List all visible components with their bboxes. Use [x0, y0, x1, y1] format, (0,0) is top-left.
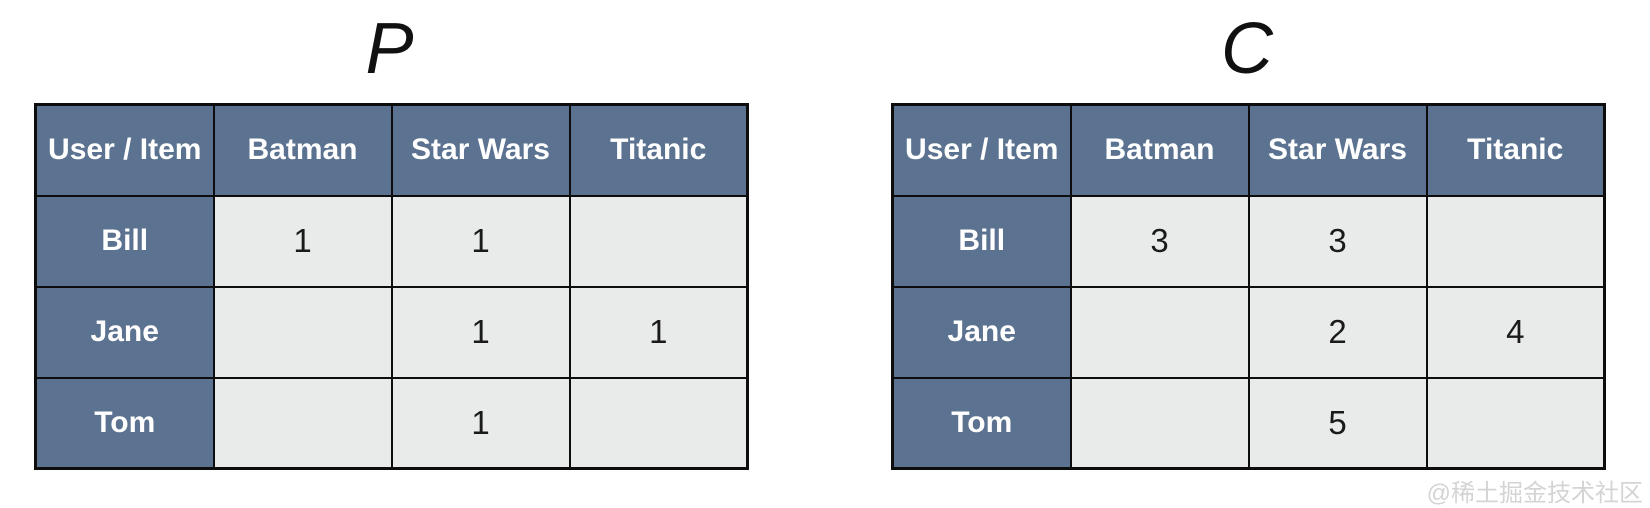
data-cell	[568, 194, 749, 288]
matrix-c-title: C	[1221, 9, 1275, 89]
header-cell-star-wars: Star Wars	[1247, 103, 1428, 197]
table-row-tom: Tom 1	[34, 376, 749, 470]
data-cell: 1	[390, 194, 571, 288]
data-cell	[212, 285, 393, 379]
header-cell-star-wars: Star Wars	[390, 103, 571, 197]
data-cell: 2	[1247, 285, 1428, 379]
table-header-row: User / Item Batman Star Wars Titanic	[34, 103, 749, 197]
header-cell-titanic: Titanic	[568, 103, 749, 197]
data-cell: 1	[568, 285, 749, 379]
data-cell: 1	[212, 194, 393, 288]
data-cell	[1069, 376, 1250, 470]
data-cell: 4	[1425, 285, 1606, 379]
row-label-bill: Bill	[891, 194, 1072, 288]
data-cell: 1	[390, 285, 571, 379]
header-cell-batman: Batman	[212, 103, 393, 197]
data-cell: 1	[390, 376, 571, 470]
table-row-jane: Jane 1 1	[34, 285, 749, 379]
data-cell	[1425, 376, 1606, 470]
data-cell: 5	[1247, 376, 1428, 470]
row-label-tom: Tom	[34, 376, 215, 470]
data-cell	[212, 376, 393, 470]
confidence-matrix-table: User / Item Batman Star Wars Titanic Bil…	[891, 103, 1606, 470]
header-cell-batman: Batman	[1069, 103, 1250, 197]
data-cell: 3	[1069, 194, 1250, 288]
row-label-bill: Bill	[34, 194, 215, 288]
table-row-bill: Bill 3 3	[891, 194, 1606, 288]
data-cell	[1069, 285, 1250, 379]
matrix-p-title: P	[365, 9, 416, 89]
data-cell: 3	[1247, 194, 1428, 288]
header-cell-user-item: User / Item	[891, 103, 1072, 197]
table-row-jane: Jane 2 4	[891, 285, 1606, 379]
preference-matrix-table: User / Item Batman Star Wars Titanic Bil…	[34, 103, 749, 470]
row-label-tom: Tom	[891, 376, 1072, 470]
header-cell-titanic: Titanic	[1425, 103, 1606, 197]
data-cell	[1425, 194, 1606, 288]
data-cell	[568, 376, 749, 470]
row-label-jane: Jane	[891, 285, 1072, 379]
watermark-text: @稀土掘金技术社区	[1426, 480, 1643, 507]
table-row-bill: Bill 1 1	[34, 194, 749, 288]
header-cell-user-item: User / Item	[34, 103, 215, 197]
row-label-jane: Jane	[34, 285, 215, 379]
table-header-row: User / Item Batman Star Wars Titanic	[891, 103, 1606, 197]
table-row-tom: Tom 5	[891, 376, 1606, 470]
